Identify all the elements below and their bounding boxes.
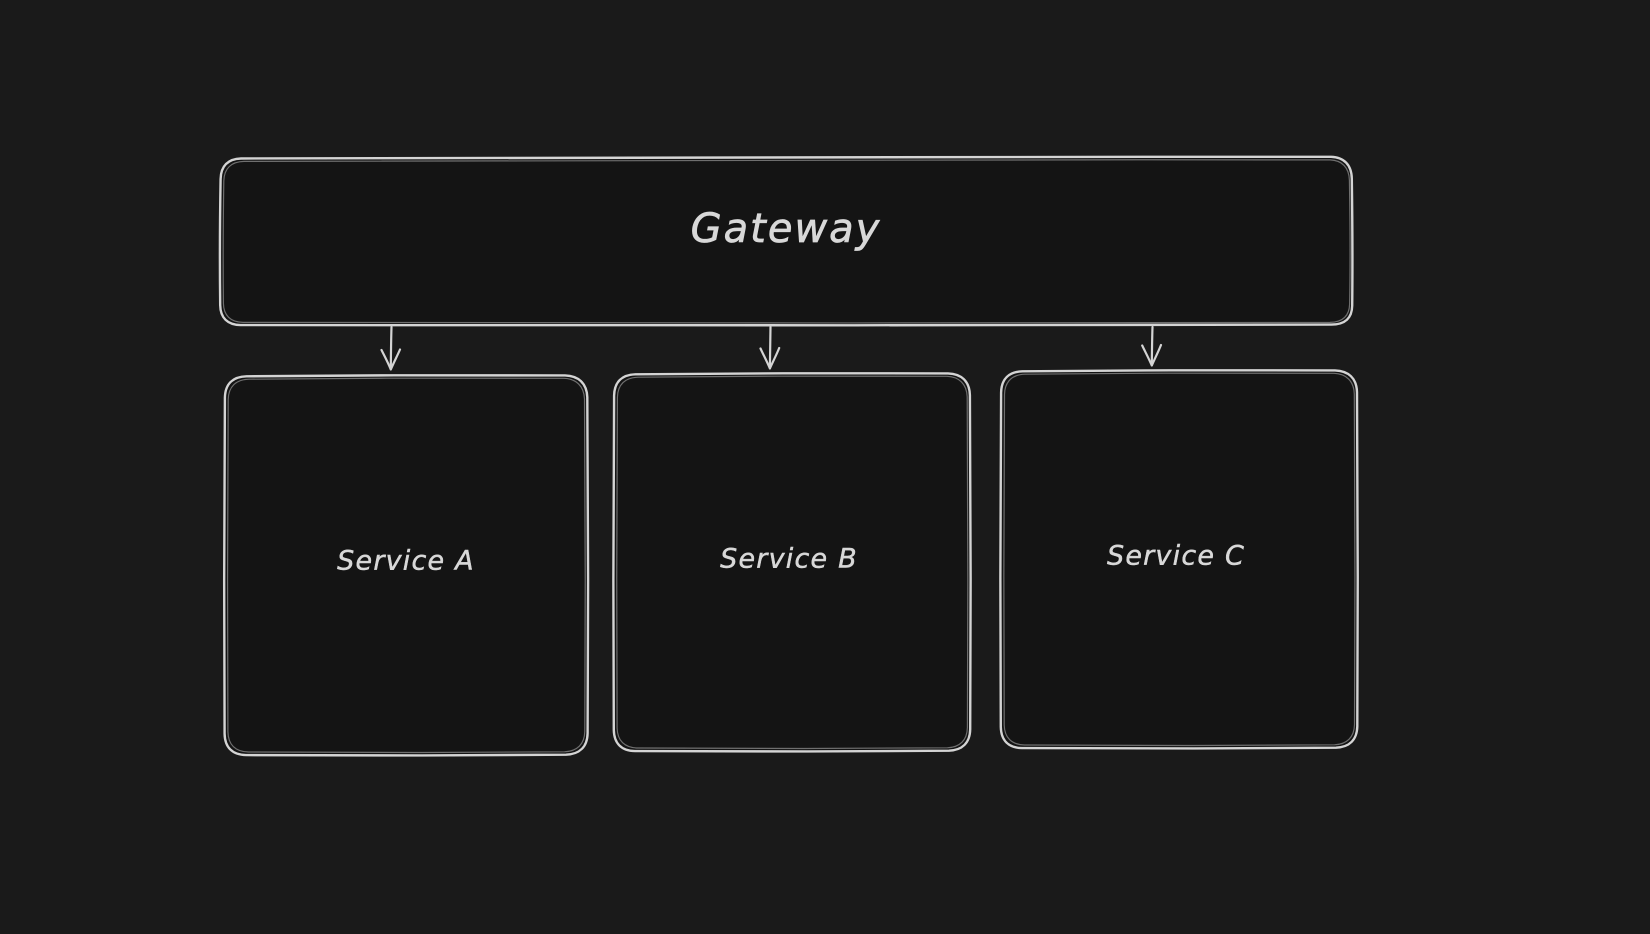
node-service-a-outline [222, 373, 590, 757]
node-gateway-outline [218, 155, 1354, 327]
edge-gateway-service-b[interactable] [759, 325, 781, 370]
edge-gateway-service-c-line [1150, 325, 1154, 366]
edge-gateway-service-b-arrowhead [759, 346, 781, 370]
node-service-b-outline-jitter [616, 375, 969, 750]
node-gateway-label: Gateway [691, 206, 882, 252]
edge-gateway-service-a-line [389, 325, 393, 370]
node-service-a-outline-jitter [226, 377, 586, 754]
edge-gateway-service-a[interactable] [380, 325, 402, 371]
node-service-c-fill [1000, 371, 1357, 748]
node-service-c-outline [999, 368, 1359, 750]
edge-gateway-service-c-arrowhead [1141, 343, 1163, 367]
edge-gateway-service-b-line [768, 325, 772, 369]
node-service-a-label: Service A [337, 546, 475, 577]
node-service-b-outline [612, 371, 972, 753]
node-service-c[interactable]: Service C [999, 368, 1359, 750]
node-service-c-outline-jitter [1003, 372, 1356, 747]
node-gateway-outline-jitter [222, 159, 1351, 324]
node-service-b-label: Service B [720, 544, 858, 575]
edge-gateway-service-a-arrowhead [380, 348, 402, 371]
node-service-c-label: Service C [1107, 541, 1245, 572]
node-gateway[interactable]: Gateway [218, 155, 1354, 327]
node-gateway-fill [220, 157, 1353, 325]
node-service-a-fill [224, 376, 588, 755]
node-service-b[interactable]: Service B [612, 371, 972, 753]
node-service-a[interactable]: Service A [222, 373, 590, 757]
edge-gateway-service-c[interactable] [1141, 325, 1163, 367]
node-service-b-fill [613, 374, 970, 751]
